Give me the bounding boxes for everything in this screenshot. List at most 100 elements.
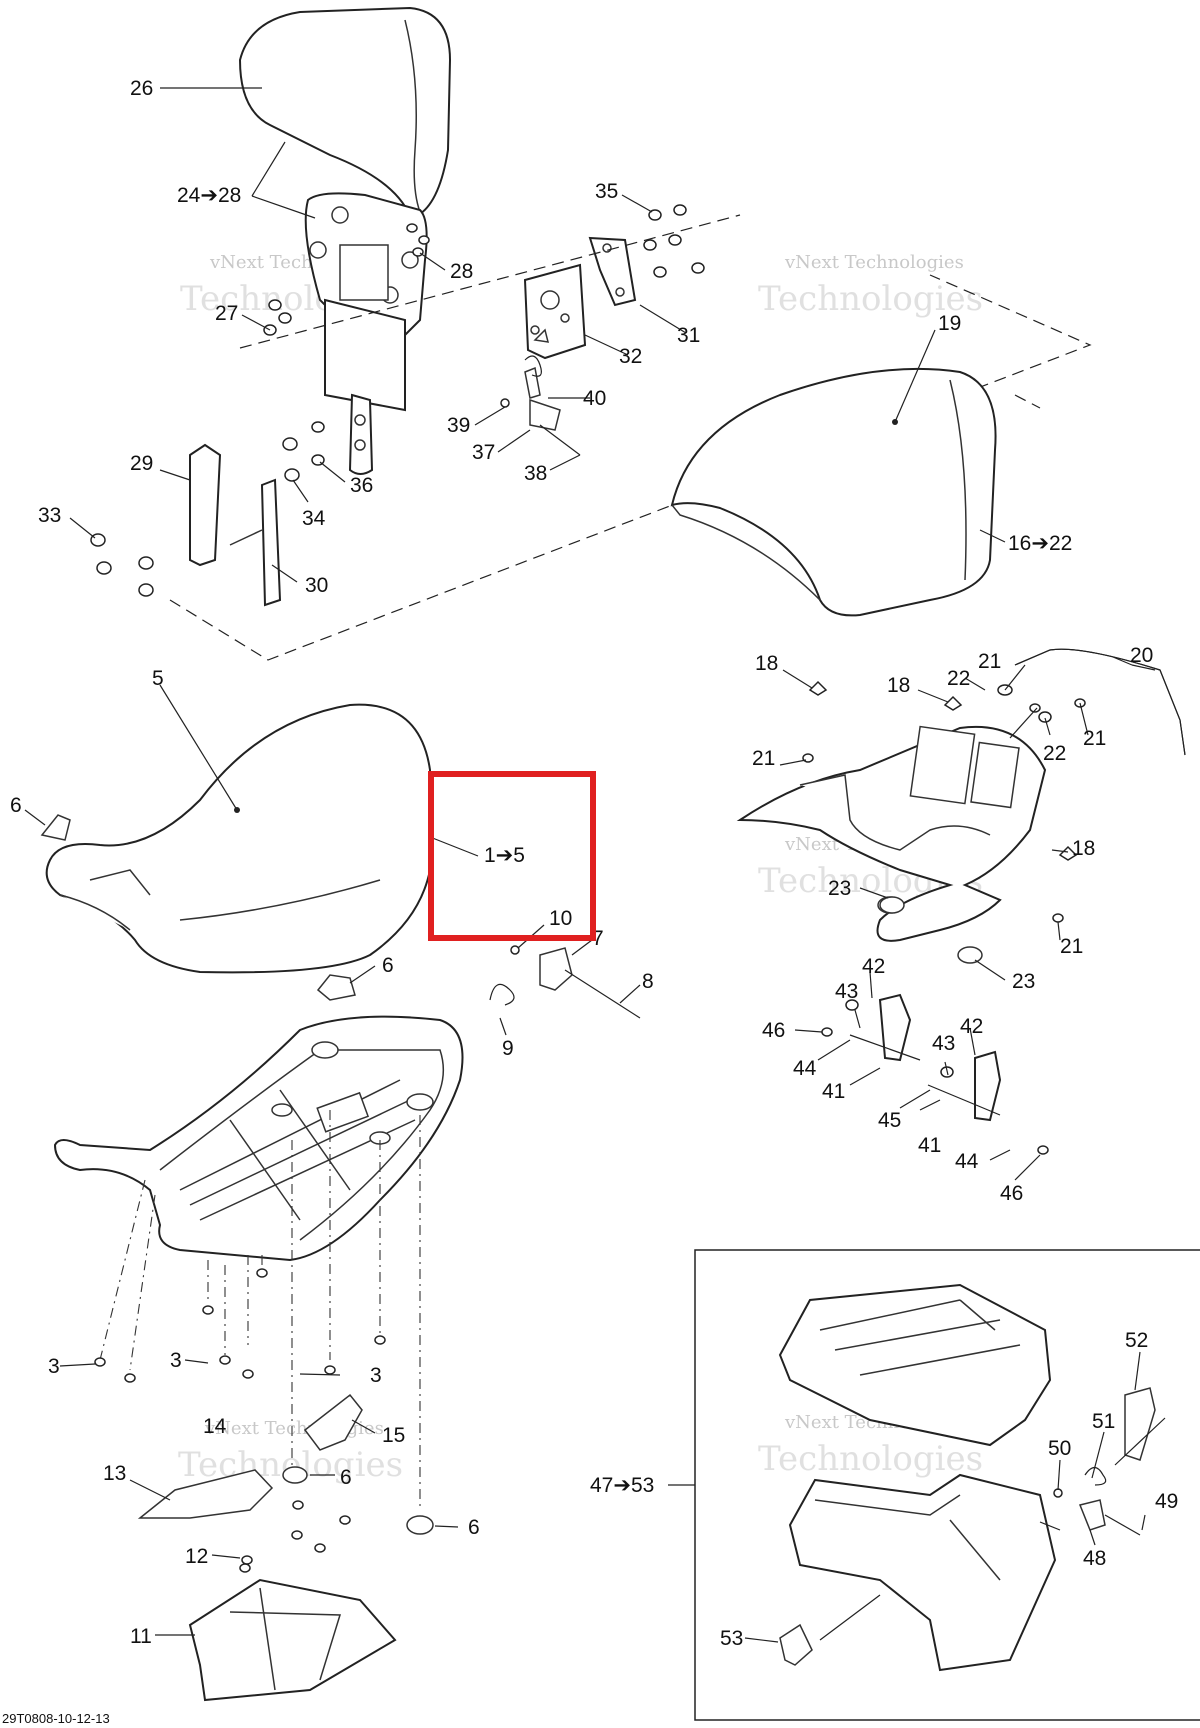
callout-31: 31 <box>677 324 700 347</box>
callout-39: 39 <box>447 414 470 437</box>
callout-45: 45 <box>878 1109 901 1132</box>
callout-42b: 42 <box>960 1015 983 1038</box>
callout-6a: 6 <box>10 794 22 817</box>
callout-35: 35 <box>595 180 618 203</box>
callout-6c: 6 <box>340 1466 352 1489</box>
hinge-nuts <box>643 204 705 278</box>
callout-10: 10 <box>549 907 572 930</box>
hinge-bracket <box>588 236 637 307</box>
callout-43b: 43 <box>932 1032 955 1055</box>
callout-44a: 44 <box>793 1057 817 1080</box>
callout-19: 19 <box>938 312 961 335</box>
callout-3c: 3 <box>370 1364 382 1387</box>
callout-21c: 21 <box>1083 727 1106 750</box>
callout-24-28: 24➔28 <box>177 184 241 207</box>
main-seat <box>45 703 431 974</box>
trim-14-15 <box>303 1393 363 1451</box>
callout-46a: 46 <box>762 1019 785 1042</box>
passenger-seat <box>670 367 997 617</box>
callout-21a: 21 <box>752 747 775 770</box>
callout-11: 11 <box>130 1625 152 1648</box>
passenger-base <box>736 725 1047 942</box>
callout-42a: 42 <box>862 955 885 978</box>
skid-plate-11 <box>188 1500 397 1702</box>
callout-33: 33 <box>38 504 61 527</box>
callout-5: 5 <box>152 667 164 690</box>
callout-27: 27 <box>215 302 238 325</box>
callout-23a: 23 <box>828 877 851 900</box>
callout-21b: 21 <box>978 650 1001 673</box>
storage-tub <box>788 1473 1057 1672</box>
passenger-posts <box>821 993 1049 1155</box>
fastener-lines <box>94 1110 421 1510</box>
callout-52: 52 <box>1125 1329 1148 1352</box>
grab-bar-20 <box>1014 648 1186 756</box>
callout-13: 13 <box>103 1462 126 1485</box>
backrest-pad <box>238 6 452 218</box>
callout-32: 32 <box>619 345 642 368</box>
svg-text:Technologies: Technologies <box>758 1439 983 1479</box>
callout-3b: 3 <box>170 1349 182 1372</box>
callout-26: 26 <box>130 77 153 100</box>
callout-37: 37 <box>472 441 495 464</box>
callout-12: 12 <box>185 1545 208 1568</box>
callout-1-5: 1➔5 <box>484 844 525 867</box>
callout-3a: 3 <box>48 1355 60 1378</box>
seat-latch-bracket <box>489 945 641 1019</box>
callout-47-53: 47➔53 <box>590 1474 654 1497</box>
callout-18b: 18 <box>887 674 910 697</box>
seat-trim-6a <box>40 814 71 841</box>
backrest-frame <box>304 192 428 475</box>
callout-22a: 22 <box>947 667 970 690</box>
callout-14: 14 <box>203 1415 227 1438</box>
callout-43a: 43 <box>835 980 858 1003</box>
seat-base <box>53 1015 464 1262</box>
bumper-6d <box>406 1515 434 1535</box>
callout-53: 53 <box>720 1627 743 1650</box>
watermark-2: vNext Technologies Technologies <box>758 252 983 319</box>
callout-16-22: 16➔22 <box>1008 532 1072 555</box>
callout-30: 30 <box>305 574 328 597</box>
seat-trim-6b <box>316 974 356 1001</box>
callout-6b: 6 <box>382 954 394 977</box>
storage-lid <box>778 1283 1052 1447</box>
svg-text:vNext Technologies: vNext Technologies <box>204 1418 384 1439</box>
figure-id: 29T0808-10-12-13 <box>2 1711 110 1726</box>
callout-38: 38 <box>524 462 547 485</box>
callout-7: 7 <box>592 927 604 950</box>
svg-text:Technologies: Technologies <box>758 279 983 319</box>
leader-lines <box>24 87 1166 1643</box>
callout-23b: 23 <box>1012 970 1035 993</box>
callout-22b: 22 <box>1043 742 1066 765</box>
latch-mechanism <box>500 355 581 456</box>
callout-6d: 6 <box>468 1516 480 1539</box>
callout-34: 34 <box>302 507 326 530</box>
callout-15: 15 <box>382 1424 405 1447</box>
hinge-plate <box>523 263 587 360</box>
callout-9: 9 <box>502 1037 514 1060</box>
callout-41a: 41 <box>822 1080 845 1103</box>
callout-40: 40 <box>583 387 606 410</box>
cover-13 <box>137 1469 274 1519</box>
backrest-posts <box>90 421 325 607</box>
callout-8: 8 <box>642 970 654 993</box>
callout-18a: 18 <box>755 652 778 675</box>
callout-50: 50 <box>1048 1437 1071 1460</box>
highlight-box <box>428 771 596 941</box>
callout-36: 36 <box>350 474 373 497</box>
callout-48: 48 <box>1083 1547 1106 1570</box>
callout-18c: 18 <box>1072 837 1095 860</box>
callout-46b: 46 <box>1000 1182 1023 1205</box>
callout-29: 29 <box>130 452 153 475</box>
callout-20: 20 <box>1130 644 1153 667</box>
callout-49: 49 <box>1155 1490 1178 1513</box>
callout-51: 51 <box>1092 1410 1115 1433</box>
callout-labels: 26 24➔28 28 27 35 31 32 40 39 37 38 29 3… <box>10 77 1178 1650</box>
callout-21d: 21 <box>1060 935 1083 958</box>
bumper-6c <box>282 1466 308 1484</box>
callout-44b: 44 <box>955 1150 979 1173</box>
callout-28: 28 <box>450 260 473 283</box>
callout-41b: 41 <box>918 1134 941 1157</box>
svg-text:vNext Technologies: vNext Technologies <box>784 252 964 273</box>
